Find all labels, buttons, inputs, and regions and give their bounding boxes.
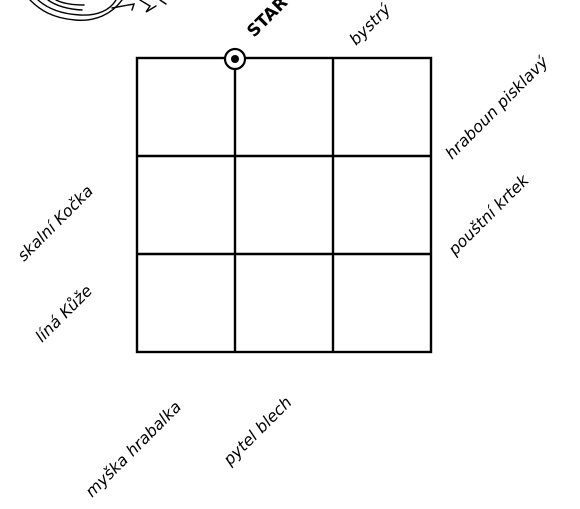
left-label-2: líná Kůže <box>31 281 96 346</box>
sketch-illustration <box>30 0 166 20</box>
start-marker-icon <box>225 49 245 69</box>
bottom-label-1: myška hrabalka <box>81 397 185 501</box>
right-label-1: hraboun pisklavý <box>441 52 552 163</box>
left-label-1: skalní Kočka <box>13 181 97 265</box>
bottom-label-2: pytel blech <box>219 393 296 470</box>
right-label-2: pouštní krtek <box>444 170 533 259</box>
start-label: STAR <box>243 0 292 42</box>
grid-border <box>137 58 431 352</box>
top-right-label: bystrý <box>345 0 394 49</box>
